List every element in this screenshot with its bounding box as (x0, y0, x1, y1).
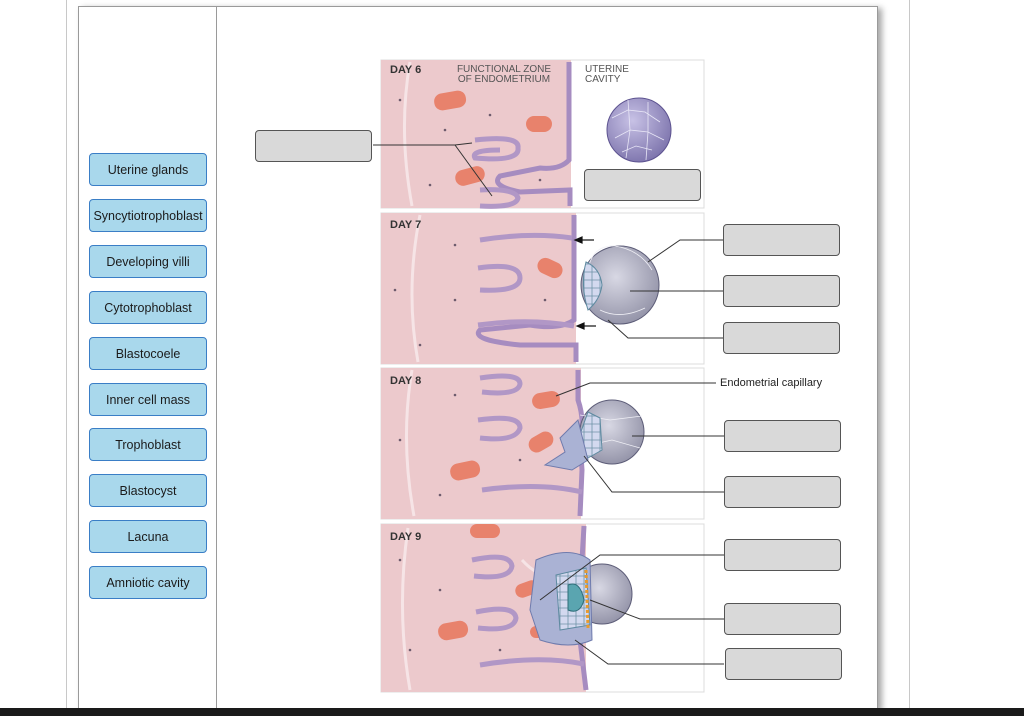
label-developing-villi[interactable]: Developing villi (89, 245, 207, 278)
label-trophoblast[interactable]: Trophoblast (89, 428, 207, 461)
day6-label: DAY 6 (390, 64, 421, 76)
dropzone-4[interactable] (723, 275, 840, 307)
dropzone-8[interactable] (724, 539, 841, 571)
dropzone-1[interactable] (255, 130, 372, 162)
label-amniotic-cavity[interactable]: Amniotic cavity (89, 566, 207, 599)
label-blastocyst[interactable]: Blastocyst (89, 474, 207, 507)
day8-blastocyst (543, 399, 645, 471)
dropzone-6[interactable] (724, 420, 841, 452)
day9-blastocyst (529, 552, 633, 646)
label-inner-cell-mass[interactable]: Inner cell mass (89, 383, 207, 416)
leader-lines (373, 142, 724, 665)
label-blastocoele[interactable]: Blastocoele (89, 337, 207, 370)
dropzone-9[interactable] (724, 603, 841, 635)
uterine-cavity-label-line2: CAVITY (585, 74, 621, 85)
day7-label: DAY 7 (390, 219, 421, 231)
bottom-taskbar (0, 708, 1024, 716)
dropzone-10[interactable] (725, 648, 842, 680)
functional-zone-label-line2: OF ENDOMETRIUM (458, 74, 550, 85)
dropzone-3[interactable] (723, 224, 840, 256)
day9-label: DAY 9 (390, 531, 421, 543)
tissue-streaks (400, 61, 561, 691)
tissue-nuclei (393, 98, 547, 652)
label-cytotrophoblast[interactable]: Cytotrophoblast (89, 291, 207, 324)
outer-frame (66, 0, 910, 716)
uterine-glands (471, 136, 585, 668)
label-uterine-glands[interactable]: Uterine glands (89, 153, 207, 186)
dropzone-2[interactable] (584, 169, 701, 201)
uterine-cavity-label-line1: UTERINE (585, 64, 629, 75)
label-lacuna[interactable]: Lacuna (89, 520, 207, 553)
functional-zone-label-line1: FUNCTIONAL ZONE (457, 64, 551, 75)
label-syncytiotrophoblast[interactable]: Syncytiotrophoblast (89, 199, 207, 232)
day7-blastocyst (580, 245, 660, 325)
day6-blastocyst (606, 97, 672, 163)
dropzone-5[interactable] (723, 322, 840, 354)
endometrial-capillary-label: Endometrial capillary (720, 377, 823, 389)
dropzone-7[interactable] (724, 476, 841, 508)
lining-arrows (573, 236, 596, 330)
day8-label: DAY 8 (390, 375, 421, 387)
panel-divider (216, 6, 217, 710)
